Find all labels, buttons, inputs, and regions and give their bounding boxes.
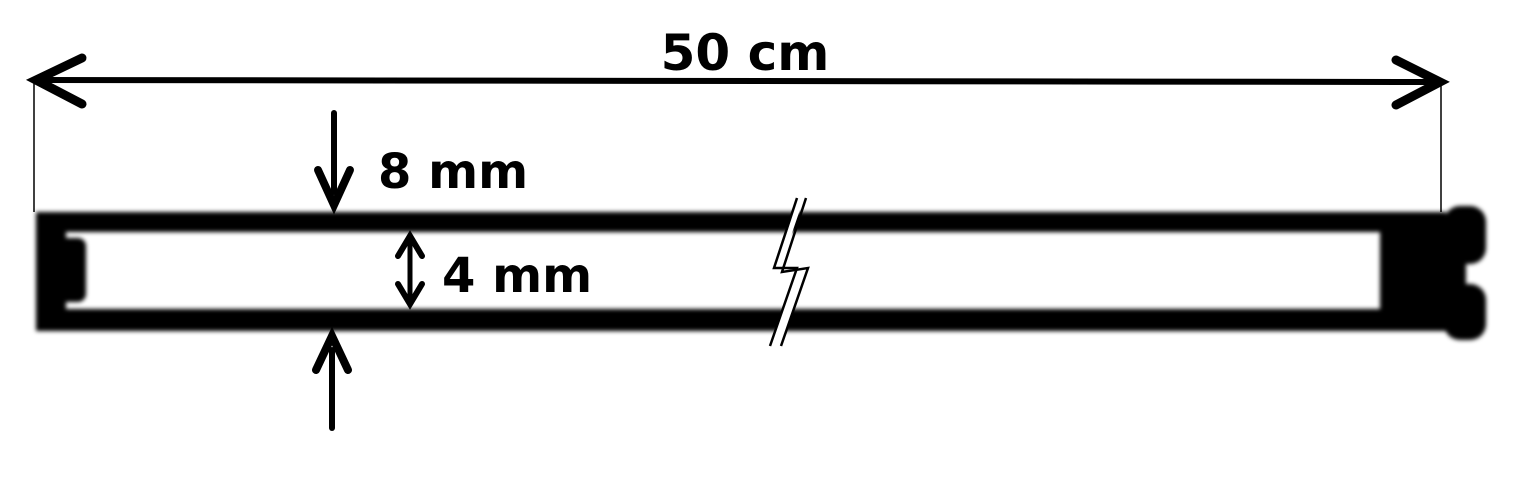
length-label: 50 cm bbox=[661, 24, 830, 82]
end-cap-neck bbox=[1440, 250, 1466, 294]
outer-diameter-dimension: 8 mm bbox=[312, 110, 528, 431]
tube-wall-top bbox=[36, 212, 1446, 232]
break-line-right bbox=[779, 197, 810, 347]
end-cap-top bbox=[1444, 206, 1486, 264]
tube-end-right bbox=[1380, 212, 1446, 331]
arrowhead-right-icon bbox=[1391, 55, 1450, 110]
arrow-down-icon bbox=[314, 166, 354, 215]
tube bbox=[36, 206, 1486, 340]
arrow-up-icon bbox=[312, 326, 352, 374]
break-symbol bbox=[768, 197, 810, 347]
arrowhead-up-icon bbox=[395, 230, 425, 259]
arrowhead-down-icon bbox=[395, 281, 425, 310]
length-dimension: 50 cm bbox=[25, 24, 1450, 212]
inner-diameter-label: 4 mm bbox=[442, 248, 592, 304]
outer-diameter-label: 8 mm bbox=[378, 144, 528, 200]
length-dimension-line bbox=[43, 77, 1433, 85]
tube-wall-bottom bbox=[36, 309, 1446, 331]
arrowhead-left-icon bbox=[25, 53, 87, 109]
break-line-left bbox=[768, 197, 799, 347]
tube-inner-plug-left bbox=[56, 238, 86, 302]
end-cap-bottom bbox=[1444, 284, 1486, 340]
inner-diameter-dimension: 4 mm bbox=[395, 230, 592, 310]
